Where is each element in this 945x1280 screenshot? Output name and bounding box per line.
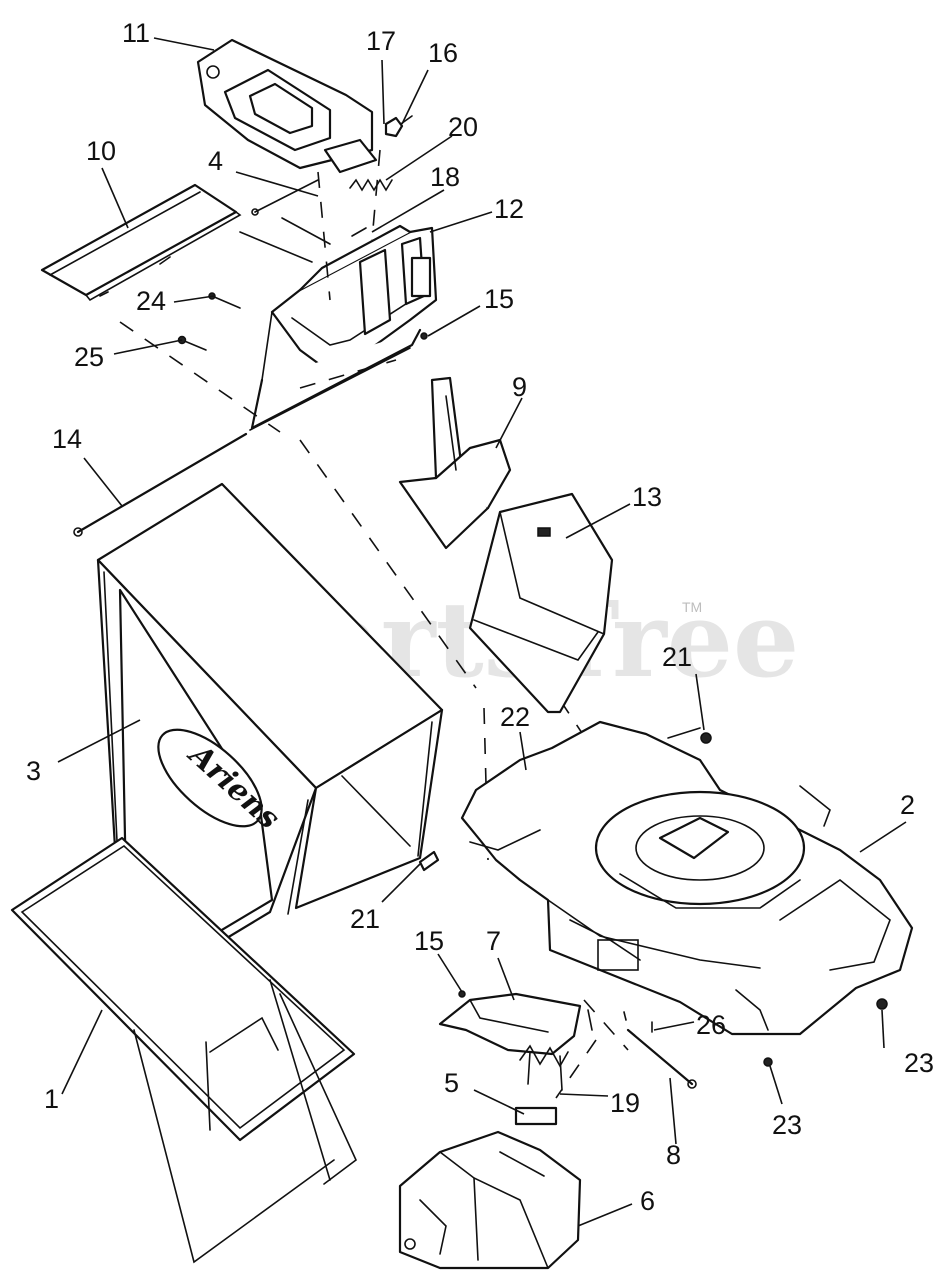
part-20-spring xyxy=(349,178,393,192)
callout-8: 8 xyxy=(666,1140,681,1170)
callout-17: 17 xyxy=(366,26,396,56)
callout-1: 1 xyxy=(44,1084,59,1114)
callout-15-lower: 15 xyxy=(414,926,444,956)
callout-21-lower: 21 xyxy=(350,904,380,934)
part-12-hinge-bracket xyxy=(249,224,438,431)
callout-4: 4 xyxy=(208,146,223,176)
callout-25: 25 xyxy=(74,342,104,372)
callout-9: 9 xyxy=(512,372,527,402)
part-6-discharge-plug xyxy=(398,1130,582,1270)
callout-18: 18 xyxy=(430,162,460,192)
callout-7: 7 xyxy=(486,926,501,956)
callout-15-upper: 15 xyxy=(484,284,514,314)
part-2-mower-deck xyxy=(460,720,914,1036)
part-1-bag-frame xyxy=(10,836,357,1264)
callout-21-upper: 21 xyxy=(662,642,692,672)
callout-2: 2 xyxy=(900,790,915,820)
callout-20: 20 xyxy=(448,112,478,142)
callout-12: 12 xyxy=(494,194,524,224)
callout-6: 6 xyxy=(640,1186,655,1216)
leader-lines xyxy=(57,37,907,1227)
callout-13: 13 xyxy=(632,482,662,512)
part-11-door-cover xyxy=(196,38,378,174)
callout-5: 5 xyxy=(444,1068,459,1098)
part-7-deflector xyxy=(438,992,582,1056)
callout-10: 10 xyxy=(86,136,116,166)
part-13-discharge-chute xyxy=(468,492,614,714)
callout-14: 14 xyxy=(52,424,82,454)
part-9-chute-bracket xyxy=(398,376,512,550)
callout-3: 3 xyxy=(26,756,41,786)
part-10-flap-plate xyxy=(40,183,242,302)
callout-26: 26 xyxy=(696,1010,726,1040)
callout-23-lower: 23 xyxy=(772,1110,802,1140)
callout-11: 11 xyxy=(122,18,150,48)
part-5-hinge-rod xyxy=(514,1106,558,1126)
watermark-tm: TM xyxy=(682,599,702,615)
callout-22: 22 xyxy=(500,702,530,732)
callout-24: 24 xyxy=(136,286,166,316)
callout-23-right: 23 xyxy=(904,1048,934,1078)
callout-16: 16 xyxy=(428,38,458,68)
part-19-torsion-spring xyxy=(519,1044,569,1091)
callout-19: 19 xyxy=(610,1088,640,1118)
callout-labels: 11 17 16 20 10 4 18 12 24 15 25 9 14 13 … xyxy=(26,18,934,1216)
